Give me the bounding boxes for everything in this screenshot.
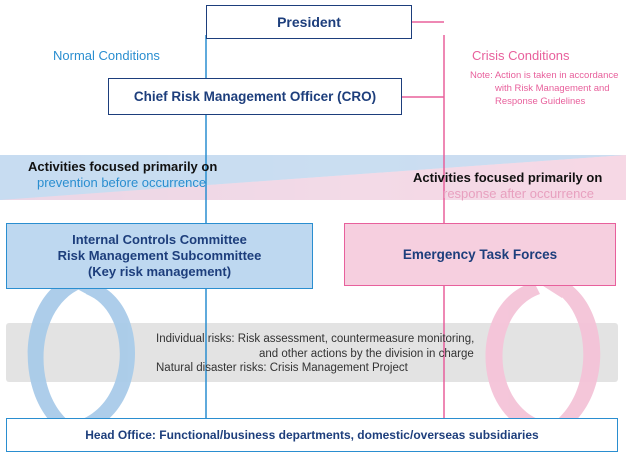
note-line-2: with Risk Management and: [495, 83, 610, 94]
prevention-line-1: Activities focused primarily on: [28, 159, 218, 174]
note-line-3: Response Guidelines: [495, 96, 586, 107]
normal-conditions-label: Normal Conditions: [53, 48, 160, 63]
note-line-1: Note: Action is taken in accordance: [470, 70, 619, 81]
prevention-text: Activities focused primarily on preventi…: [28, 159, 217, 191]
response-line-1: Activities focused primarily on: [413, 170, 603, 185]
cro-label: Chief Risk Management Officer (CRO): [133, 89, 377, 104]
crisis-conditions-label: Crisis Conditions: [472, 48, 570, 63]
cro-box: Chief Risk Management Officer (CRO): [108, 78, 402, 115]
risk-band: [6, 323, 618, 382]
committee-box: Internal Controls Committee Risk Managem…: [6, 223, 313, 289]
committee-line-1: Internal Controls Committee: [72, 232, 247, 247]
response-line-2: response after occurrence: [443, 186, 595, 201]
response-text: Activities focused primarily on response…: [413, 170, 602, 202]
risks-line-2: and other actions by the division in cha…: [259, 347, 474, 360]
head-office-label: Head Office: Functional/business departm…: [85, 428, 539, 442]
committee-line-2: Risk Management Subcommittee: [57, 248, 262, 263]
president-label: President: [277, 14, 341, 30]
response-wedge: [0, 155, 626, 200]
emergency-box: Emergency Task Forces: [344, 223, 616, 286]
committee-line-3: (Key risk management): [87, 264, 232, 279]
note-text: Note: Action is taken in accordance with…: [470, 69, 618, 108]
risks-line-3: Natural disaster risks: Crisis Managemen…: [156, 362, 408, 374]
prevention-line-2: prevention before occurrence: [37, 175, 207, 190]
emergency-label: Emergency Task Forces: [402, 247, 558, 262]
risks-line-1: Individual risks: Risk assessment, count…: [156, 333, 475, 345]
president-box: President: [206, 5, 412, 39]
risks-text: Individual risks: Risk assessment, count…: [156, 332, 474, 376]
head-office-box: Head Office: Functional/business departm…: [6, 418, 618, 452]
